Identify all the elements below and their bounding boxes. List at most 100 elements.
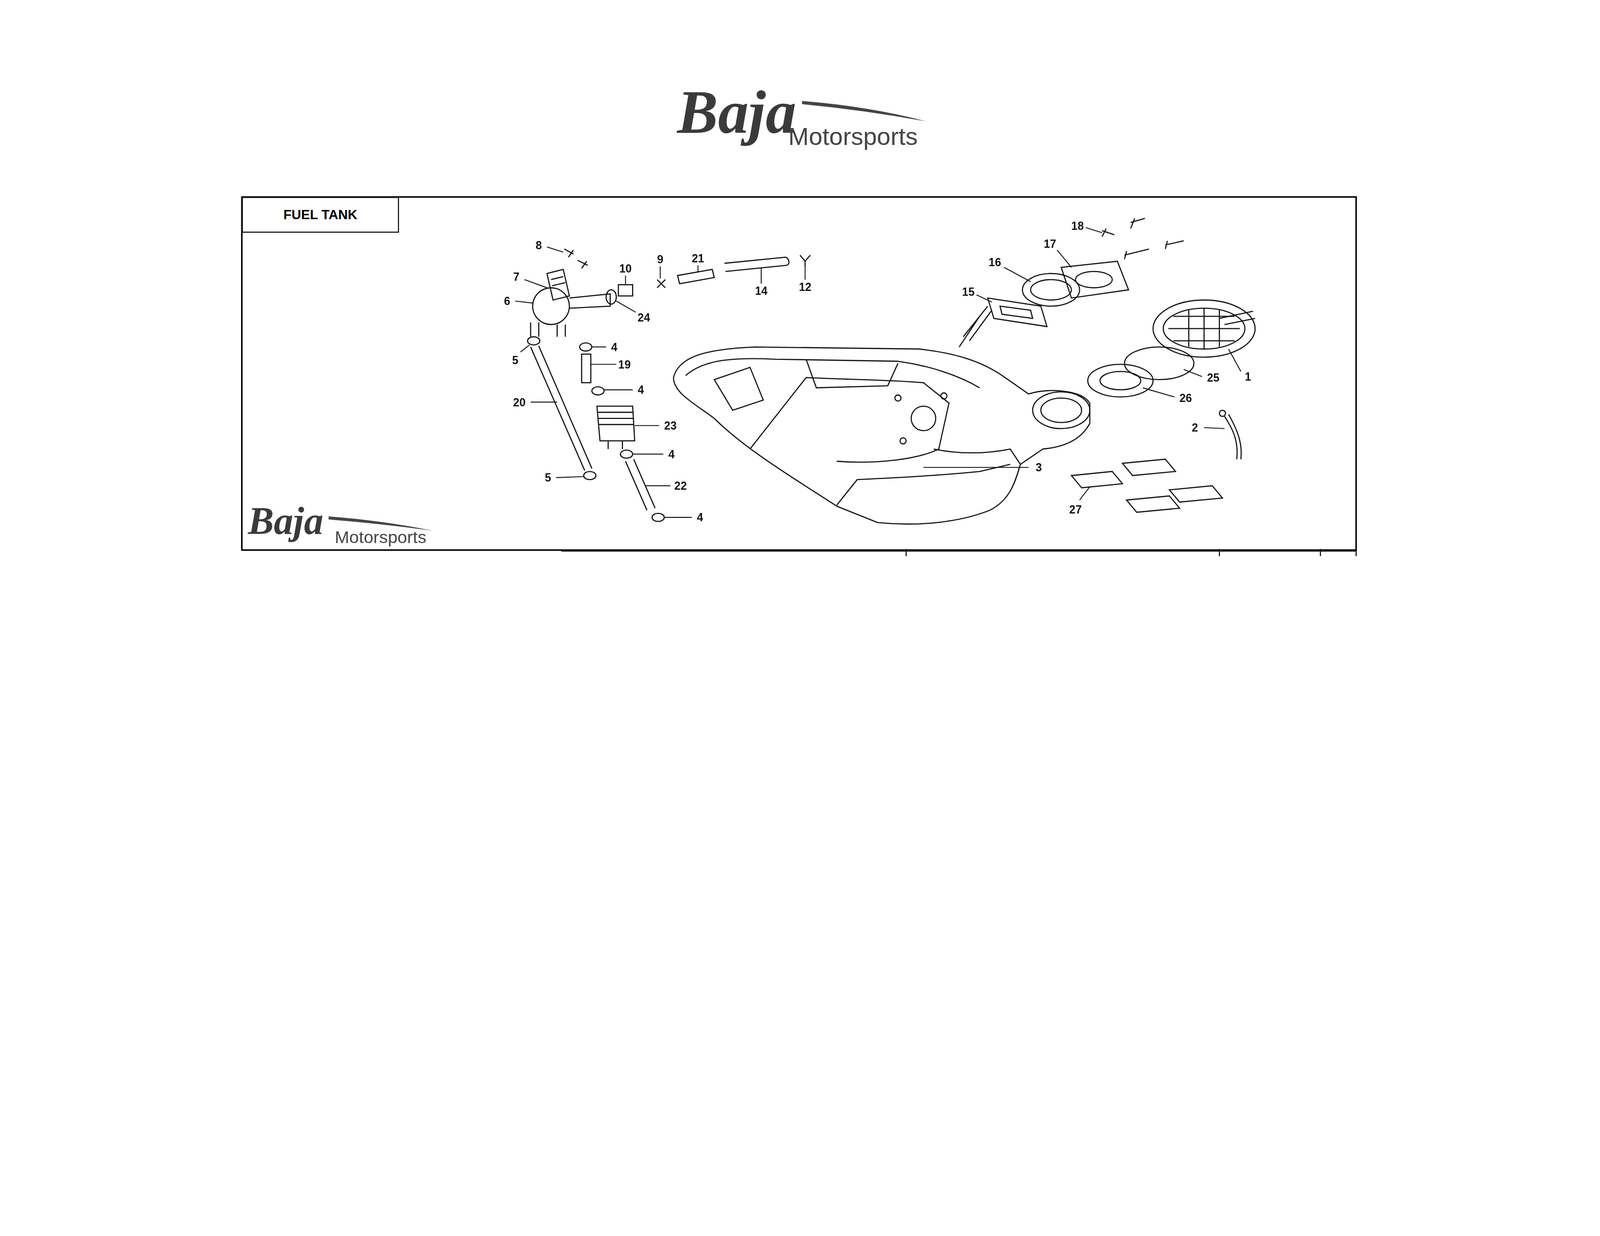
part-outline xyxy=(1168,308,1240,350)
part-outline xyxy=(724,256,789,272)
callout-number: 27 xyxy=(1069,503,1082,515)
part-outline xyxy=(1130,218,1145,229)
parts xyxy=(527,218,1256,524)
part-outline xyxy=(583,471,596,480)
callout-number: 23 xyxy=(664,419,677,432)
part-outline xyxy=(1219,410,1226,417)
callout-number: 12 xyxy=(799,281,812,293)
part-outline xyxy=(1152,300,1255,358)
part-outline xyxy=(677,269,715,284)
part-outline xyxy=(987,298,1047,327)
part-outline xyxy=(911,406,936,432)
part-outline xyxy=(940,392,947,400)
box-title: FUEL TANK xyxy=(283,207,358,223)
callout-number: 22 xyxy=(674,480,688,492)
part-outline xyxy=(656,279,666,288)
part-outline xyxy=(1087,364,1153,397)
callout-number: 5 xyxy=(512,354,519,366)
callout-number: 19 xyxy=(618,358,631,370)
callout-number: 2 xyxy=(1191,421,1199,433)
part-outline xyxy=(564,249,574,258)
part-outline xyxy=(933,448,1021,465)
logo-text: Baja xyxy=(248,500,324,540)
part-outline xyxy=(1219,311,1256,325)
callout-number: 6 xyxy=(504,295,511,307)
part-outline xyxy=(550,276,565,286)
part-outline xyxy=(1032,391,1090,429)
callout-number: 1 xyxy=(1244,370,1251,383)
callout-number: 26 xyxy=(1179,392,1193,404)
part-outline xyxy=(581,353,592,383)
part-outline xyxy=(1169,485,1223,503)
part-outline xyxy=(625,459,656,511)
part-outline xyxy=(1022,273,1080,306)
part-outline xyxy=(579,342,592,352)
part-outline xyxy=(592,386,605,396)
callout-number: 16 xyxy=(988,256,1002,268)
logo-text: Motorsports xyxy=(335,528,427,546)
part-outline xyxy=(800,255,811,268)
part-outline xyxy=(750,377,949,463)
part-outline xyxy=(895,394,902,401)
title-box: FUEL TANK xyxy=(241,196,400,233)
part-outline xyxy=(596,406,635,442)
part-outline xyxy=(959,305,992,347)
part-outline xyxy=(569,293,610,308)
callout-number: 18 xyxy=(1071,220,1085,232)
part-outline xyxy=(1126,496,1180,513)
callout-number: 24 xyxy=(637,311,651,323)
callout-number: 21 xyxy=(691,252,705,264)
part-outline xyxy=(1163,308,1245,350)
part-outline xyxy=(1102,228,1115,237)
part-outline xyxy=(836,464,1011,506)
callout-number: 7 xyxy=(512,271,520,283)
part-outline xyxy=(241,196,1357,557)
callout-number: 15 xyxy=(961,286,975,298)
callout-number: 3 xyxy=(1035,461,1042,473)
part-outline xyxy=(685,358,980,388)
part-outline xyxy=(597,412,634,425)
part-outline xyxy=(608,440,623,449)
part-outline xyxy=(530,345,592,471)
part-outline xyxy=(1100,371,1141,390)
part-outline xyxy=(1071,471,1123,488)
part-outline xyxy=(620,449,633,459)
leader-lines xyxy=(515,227,1241,518)
callout-number: 4 xyxy=(611,341,618,353)
part-outline xyxy=(618,284,633,296)
part-outline xyxy=(1030,279,1072,301)
callout-number: 4 xyxy=(696,511,704,523)
logo-swoosh xyxy=(801,100,927,122)
part-outline xyxy=(1224,414,1242,460)
callout-number: 8 xyxy=(535,239,543,251)
callout-number: 4 xyxy=(637,384,644,396)
frame xyxy=(241,196,1357,550)
callout-number: 10 xyxy=(619,262,632,274)
logo-text: Motorsports xyxy=(788,124,918,150)
callout-number: 9 xyxy=(656,253,664,265)
part-outline xyxy=(1000,305,1033,319)
part-outline xyxy=(527,336,540,346)
callout-number: 4 xyxy=(668,448,675,460)
part-outline xyxy=(1075,271,1113,288)
part-outline xyxy=(652,513,665,522)
frame-ticks xyxy=(561,548,1357,557)
part-outline xyxy=(1124,249,1150,260)
part-outline xyxy=(546,269,570,301)
part-outline xyxy=(1122,459,1176,476)
part-outline xyxy=(899,437,907,445)
part-outline xyxy=(806,359,898,388)
part-outline xyxy=(1040,398,1082,423)
callout-number: 25 xyxy=(1206,371,1220,384)
callout-number: 17 xyxy=(1043,238,1057,250)
callout-number: 20 xyxy=(512,396,526,408)
part-outline xyxy=(714,367,764,411)
logo-text: Baja xyxy=(677,81,797,143)
part-outline xyxy=(1165,240,1184,250)
part-outline xyxy=(530,322,566,337)
tank xyxy=(673,347,1090,525)
part-outline xyxy=(577,260,588,269)
part-outline xyxy=(606,289,617,304)
